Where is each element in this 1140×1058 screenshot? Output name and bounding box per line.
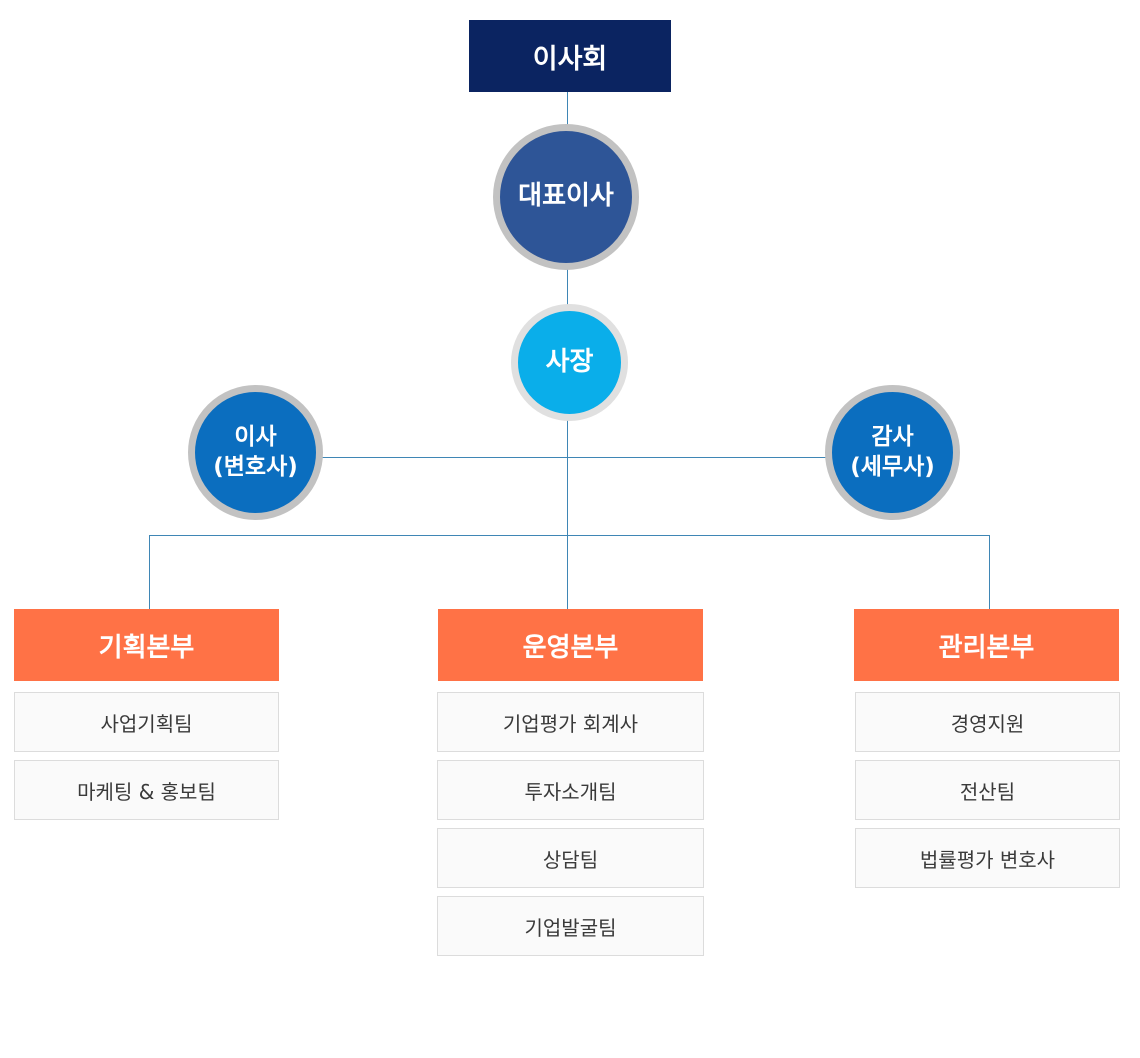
team-box: 기업평가 회계사	[437, 692, 704, 752]
division-management: 관리본부	[854, 609, 1119, 681]
division-name: 운영본부	[522, 632, 619, 663]
team-label: 마케팅 & 홍보팀	[77, 779, 216, 804]
connector-divisions	[149, 535, 990, 536]
connector-president-trunk	[567, 419, 568, 609]
connector-division-left	[149, 535, 150, 609]
director-title: 이사	[234, 424, 277, 451]
president-label: 사장	[545, 346, 594, 377]
connector-board-ceo	[567, 92, 568, 127]
auditor-title: 감사	[871, 424, 914, 451]
team-label: 전산팀	[959, 779, 1016, 804]
team-box: 상담팀	[437, 828, 704, 888]
team-label: 기업평가 회계사	[502, 711, 639, 736]
ceo-label: 대표이사	[518, 181, 614, 212]
team-label: 기업발굴팀	[524, 915, 617, 940]
connector-advisors	[322, 457, 827, 458]
team-box: 전산팀	[855, 760, 1120, 820]
connector-ceo-president	[567, 268, 568, 306]
team-box: 기업발굴팀	[437, 896, 704, 956]
team-label: 사업기획팀	[100, 711, 193, 736]
team-label: 상담팀	[542, 847, 599, 872]
ceo-circle: 대표이사	[493, 124, 639, 270]
board-box: 이사회	[469, 20, 671, 92]
connector-division-right	[989, 535, 990, 609]
division-name: 관리본부	[938, 632, 1035, 663]
team-box: 마케팅 & 홍보팀	[14, 760, 279, 820]
team-box: 경영지원	[855, 692, 1120, 752]
division-name: 기획본부	[98, 632, 195, 663]
division-operations: 운영본부	[438, 609, 703, 681]
team-box: 사업기획팀	[14, 692, 279, 752]
team-label: 경영지원	[950, 711, 1025, 736]
team-label: 투자소개팀	[524, 779, 617, 804]
auditor-role: (세무사)	[850, 453, 935, 480]
team-box: 투자소개팀	[437, 760, 704, 820]
director-role: (변호사)	[213, 453, 298, 480]
director-circle: 이사 (변호사)	[188, 385, 323, 520]
board-label: 이사회	[532, 43, 608, 75]
team-box: 법률평가 변호사	[855, 828, 1120, 888]
auditor-circle: 감사 (세무사)	[825, 385, 960, 520]
division-planning: 기획본부	[14, 609, 279, 681]
team-label: 법률평가 변호사	[919, 847, 1056, 872]
president-circle: 사장	[511, 304, 628, 421]
